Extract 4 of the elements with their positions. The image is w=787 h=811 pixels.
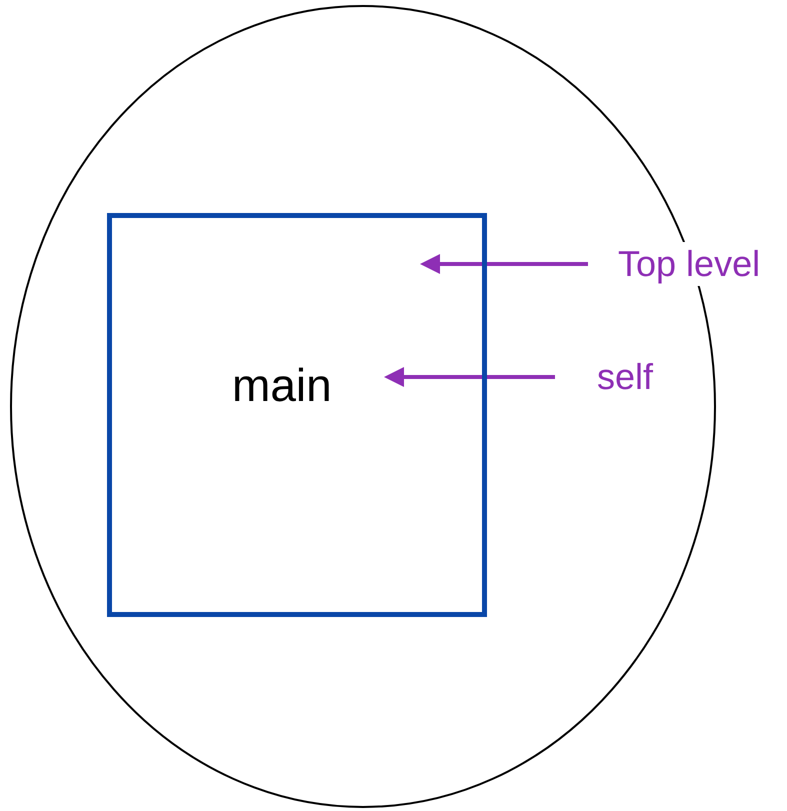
- arrow: [420, 254, 588, 274]
- arrow: [384, 367, 555, 387]
- box-title: main: [232, 358, 332, 412]
- scope-box: [107, 213, 487, 617]
